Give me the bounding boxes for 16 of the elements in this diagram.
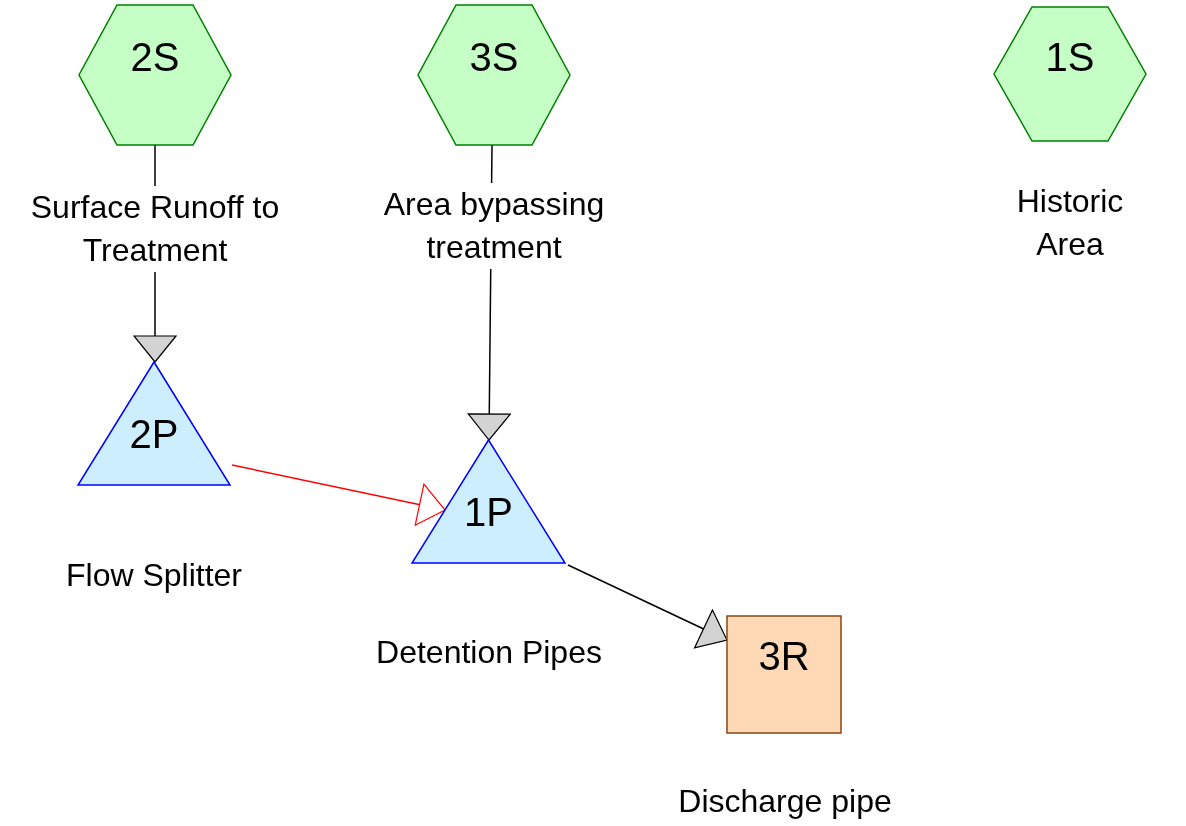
node-id: 3S: [468, 37, 520, 77]
arrow: [567, 564, 728, 649]
hexagon-node: [79, 5, 231, 145]
node-id: 2P: [128, 414, 180, 454]
hexagon-node: [994, 7, 1146, 141]
triangle-node: [78, 362, 230, 485]
node-id: 3R: [757, 636, 811, 676]
node-id: 1S: [1044, 37, 1096, 77]
square-node: [727, 616, 841, 733]
node-id: 2S: [129, 37, 181, 77]
triangle-node: [412, 440, 565, 563]
node-id: 1P: [463, 492, 514, 532]
arrow: [467, 144, 511, 441]
hexagon-node: [418, 5, 570, 145]
arrow: [133, 144, 177, 363]
arrow: [231, 464, 446, 526]
